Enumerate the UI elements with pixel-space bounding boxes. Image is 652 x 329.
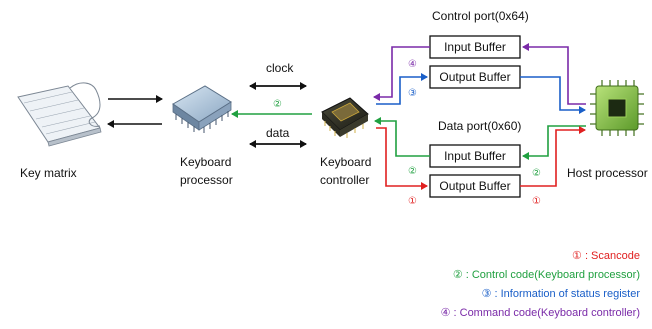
legend-item-control-code: ② : Control code(Keyboard processor) (453, 269, 640, 281)
clock-label: clock (266, 61, 294, 75)
keyboard-processor-label-2: processor (180, 173, 233, 187)
command-code-path-controller (373, 46, 430, 101)
data-port-title: Data port(0x60) (438, 119, 521, 133)
legend-item-status-register: ③ : Information of status register (482, 288, 641, 300)
keyboard-controller-chip-icon (321, 97, 369, 138)
control-output-buffer-label: Output Buffer (439, 70, 510, 84)
data-output-buffer-label: Output Buffer (439, 179, 510, 193)
status-marker: ③ (408, 88, 417, 99)
command-code-marker: ④ (408, 59, 417, 70)
key-matrix-label: Key matrix (20, 166, 77, 180)
legend-item-command-code: ④ : Command code(Keyboard controller) (441, 307, 640, 319)
command-code-path-host (522, 43, 586, 105)
keyboard-controller-label-2: controller (320, 173, 369, 187)
control-input-buffer-label: Input Buffer (444, 40, 506, 54)
scancode-marker-right: ① (532, 196, 541, 207)
control-code-path-controller (374, 117, 430, 157)
host-processor-label: Host processor (567, 166, 648, 180)
keyboard-illustration (17, 82, 102, 147)
data-input-marker-left: ② (408, 166, 417, 177)
keyboard-controller-label-1: Keyboard (320, 155, 371, 169)
control-code-path-host (522, 125, 586, 160)
legend: ① : Scancode ② : Control code(Keyboard p… (441, 250, 641, 319)
control-port-title: Control port(0x64) (432, 9, 529, 23)
legend-item-scancode: ① : Scancode (572, 250, 640, 262)
scancode-path-host (520, 126, 586, 187)
keyboard-processor-chip-icon (172, 85, 232, 133)
status-path-controller (376, 73, 428, 105)
data-input-buffer-label: Input Buffer (444, 149, 506, 163)
data-input-marker-right: ② (532, 168, 541, 179)
status-path-host (520, 76, 586, 114)
scancode-path-controller (376, 127, 428, 190)
scancode-marker-left: ① (408, 196, 417, 207)
keyboard-processor-label-1: Keyboard (180, 155, 231, 169)
host-processor-chip-icon (590, 80, 644, 136)
data-label: data (266, 126, 290, 140)
control-code-marker: ② (273, 99, 282, 110)
